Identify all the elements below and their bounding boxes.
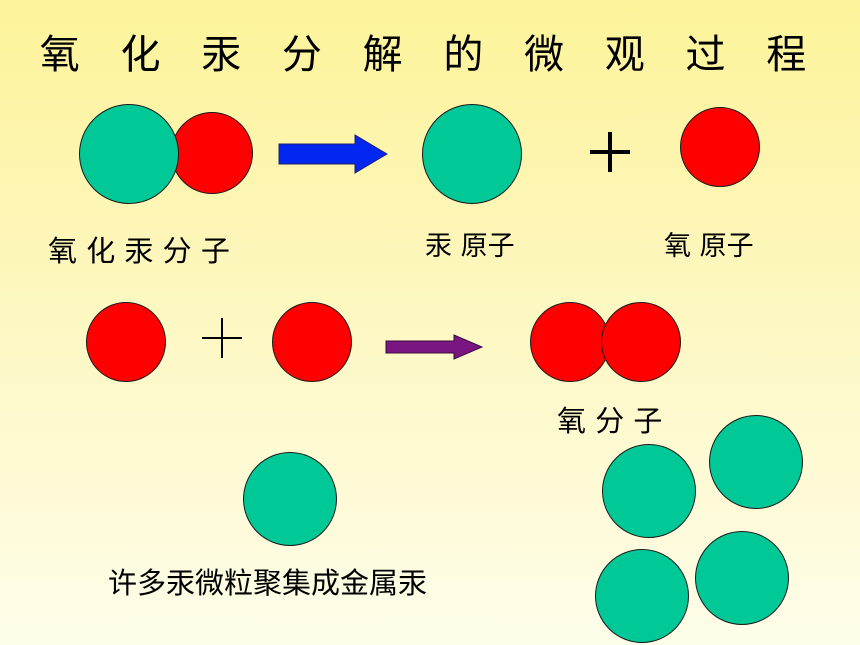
mercury-cluster-atom-1 (602, 444, 696, 538)
blue-reaction-arrow-icon (278, 134, 388, 174)
product-mercury-atom (422, 104, 522, 204)
mercury-cluster-atom-4 (595, 549, 689, 643)
hgo-mercury-atom (79, 104, 179, 204)
oxygen-atom-left (86, 302, 166, 382)
hg-atom-label: 汞 原子 (425, 231, 515, 262)
mercury-particle (243, 452, 337, 546)
o2-molecule-label: 氧 分 子 (557, 404, 663, 438)
hgo-molecule-label: 氧 化 汞 分 子 (48, 234, 230, 268)
product-oxygen-atom (680, 107, 760, 187)
purple-reaction-arrow-icon (385, 334, 484, 360)
o2-oxygen-atom-left (530, 302, 610, 382)
o2-oxygen-atom-right (601, 302, 681, 382)
hgo-oxygen-atom (171, 112, 253, 194)
oxygen-atom-right (272, 302, 352, 382)
plus-icon (590, 132, 630, 172)
slide-title: 氧 化 汞 分 解 的 微 观 过 程 (39, 32, 821, 78)
o-atom-label: 氧 原子 (664, 231, 754, 262)
mercury-cluster-atom-2 (709, 415, 803, 509)
caption-text: 许多汞微粒聚集成金属汞 (108, 566, 428, 600)
plus-icon-thin (202, 318, 242, 358)
mercury-cluster-atom-3 (695, 531, 789, 625)
